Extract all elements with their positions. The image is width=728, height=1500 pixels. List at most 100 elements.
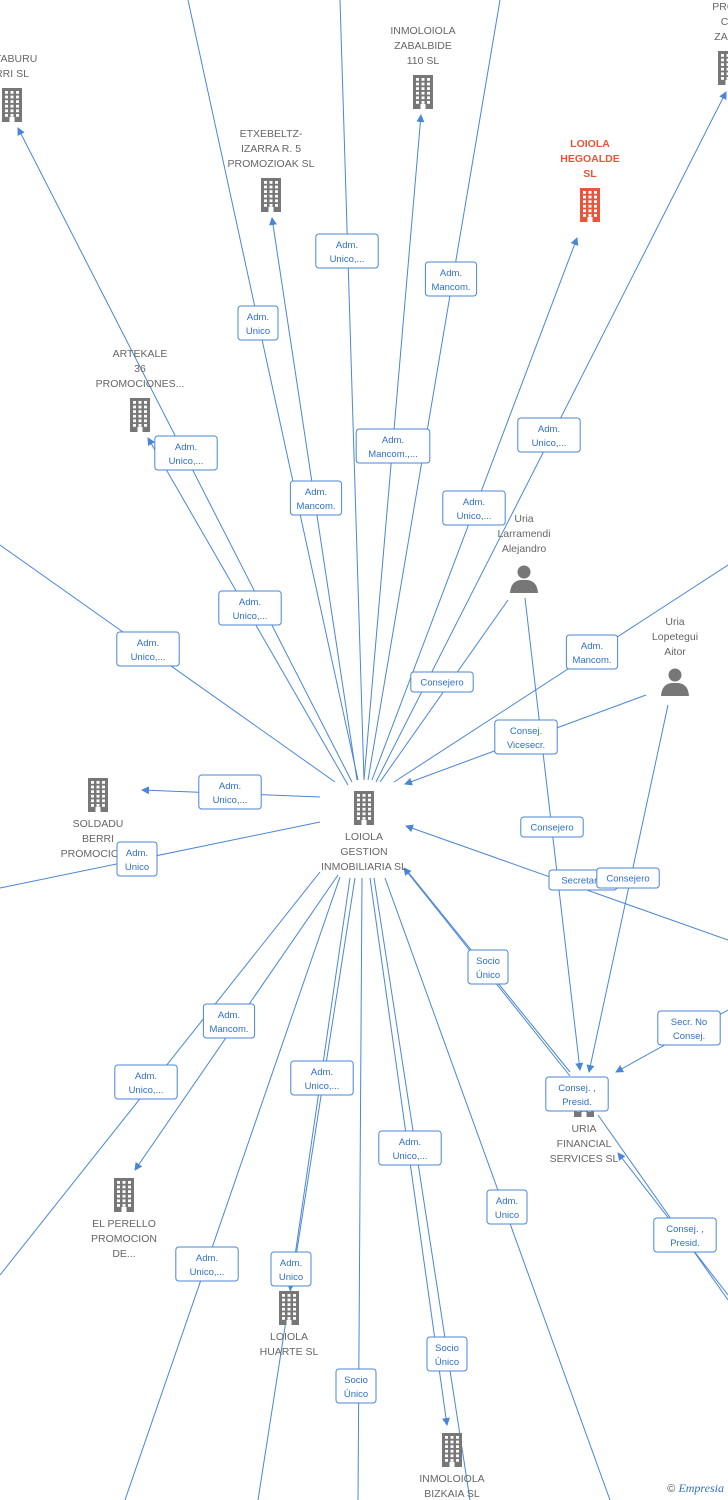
relation-label-box — [520, 816, 584, 838]
node-label: SERVICES SL — [550, 1153, 619, 1165]
relation-label[interactable]: Adm. Unico,... — [218, 590, 282, 626]
relation-label-text: Consejero — [530, 823, 573, 834]
relation-label-text: Consejero — [420, 678, 463, 689]
relation-label-box — [154, 435, 218, 471]
building-icon — [279, 1291, 299, 1325]
relation-label-box — [424, 261, 478, 297]
relation-label-box — [467, 949, 509, 985]
node-label: LOIOLA — [345, 831, 383, 843]
relation-label-text: Unico,... — [169, 456, 204, 467]
relation-label[interactable]: Adm.Unico — [237, 305, 279, 341]
relation-edge — [373, 877, 471, 1500]
node-label: INMOLOIOLA — [390, 25, 455, 37]
node-label: Uria — [665, 616, 684, 628]
relation-label-text: Adm. — [247, 312, 269, 323]
relation-label[interactable]: Adm.Mancom. — [424, 261, 478, 297]
node-label: Lopetegui — [652, 631, 698, 643]
relation-label[interactable]: Adm.Unico,... — [517, 417, 581, 453]
relation-label-text: Único — [344, 1389, 368, 1400]
company-node[interactable]: OTABURURRI SL — [0, 53, 37, 122]
relation-label[interactable]: Consejero — [596, 867, 660, 889]
relation-edge — [393, 564, 728, 783]
node-label: PROMOCION — [91, 1233, 157, 1245]
relation-label[interactable]: Consejero — [520, 816, 584, 838]
node-label: DE... — [112, 1248, 135, 1260]
relation-label-text: Secr. No — [671, 1017, 707, 1028]
relation-label[interactable]: Adm.Mancom. — [289, 480, 343, 516]
relation-label[interactable]: Adm.Unico,... — [116, 631, 180, 667]
relation-label[interactable]: Adm.Unico — [270, 1251, 312, 1287]
relation-edge — [124, 876, 341, 1500]
relation-label-text: Unico — [279, 1272, 303, 1283]
relation-label[interactable]: Adm.Mancom.,... — [355, 428, 431, 464]
node-label: ZABA — [714, 31, 728, 43]
building-icon — [354, 791, 374, 825]
node-label: Larramendi — [497, 528, 550, 540]
node-label: BERRI — [82, 833, 114, 845]
building-icon — [88, 778, 108, 812]
node-label: CA — [721, 16, 728, 28]
relation-label-text: Adm. — [463, 497, 485, 508]
relation-label[interactable]: Adm.Mancom. — [202, 1003, 256, 1039]
company-node[interactable]: EL PERELLO PROMOCION DE... — [91, 1178, 157, 1260]
relation-label-box — [565, 634, 619, 670]
relation-label-text: Único — [476, 970, 500, 981]
node-label: FINANCIAL — [557, 1138, 612, 1150]
relation-label-text: Adm. — [239, 597, 261, 608]
relation-label[interactable]: Adm.Unico,... — [315, 233, 379, 269]
relation-label-box — [545, 1076, 609, 1112]
relation-label-text: Adm. — [311, 1067, 333, 1078]
relation-label[interactable]: Adm.Unico,... — [198, 774, 262, 810]
relation-label[interactable]: Adm.Unico,... — [290, 1060, 354, 1096]
relation-label[interactable]: Adm.Unico,... — [175, 1246, 239, 1282]
brand-logo-text[interactable]: Empresia — [678, 1481, 724, 1495]
relation-label[interactable]: Adm.Unico — [116, 841, 158, 877]
relation-label[interactable]: Adm.Unico,... — [154, 435, 218, 471]
relation-label[interactable]: Consej. ,Presid. — [653, 1217, 717, 1253]
node-label: EL PERELLO — [92, 1218, 156, 1230]
relation-label[interactable]: Adm.Mancom. — [565, 634, 619, 670]
relation-label[interactable]: Adm.Unico,... — [442, 490, 506, 526]
relation-label-text: Adm. — [218, 1010, 240, 1021]
relation-label-box — [355, 428, 431, 464]
relation-label[interactable]: Consej. ,Presid. — [545, 1076, 609, 1112]
relation-label[interactable]: Secr. No Consej. — [657, 1010, 721, 1046]
relation-edge — [257, 877, 356, 1500]
relation-label[interactable]: Adm.Unico,... — [114, 1064, 178, 1100]
relation-label-text: Adm. — [219, 781, 241, 792]
relation-label[interactable]: Adm.Unico — [486, 1189, 528, 1225]
relation-label-text: Unico — [125, 862, 149, 873]
relation-label-text: Adm. — [336, 240, 358, 251]
relation-label-text: Adm. — [440, 268, 462, 279]
relation-label-text: Adm. — [538, 424, 560, 435]
company-node[interactable]: ARTEKALE36PROMOCIONES... — [96, 348, 185, 432]
relation-label-box — [202, 1003, 256, 1039]
relation-edge — [187, 0, 359, 781]
relation-label-box — [290, 1060, 354, 1096]
company-node[interactable]: PROMCAZABA — [712, 1, 728, 85]
relation-label-box — [116, 841, 158, 877]
relation-label-text: Socio — [476, 956, 500, 967]
node-label: IZARRA R. 5 — [241, 143, 301, 155]
node-label: LOIOLA — [570, 138, 610, 150]
relation-label-text: Unico,... — [233, 611, 268, 622]
relation-label-box — [270, 1251, 312, 1287]
relation-label[interactable]: Consejero — [410, 671, 474, 693]
relation-label[interactable]: Consej.Vicesecr. — [494, 719, 558, 755]
relation-label-box — [653, 1217, 717, 1253]
relation-label[interactable]: Adm.Unico,... — [378, 1130, 442, 1166]
relation-label-text: Consej. — [673, 1031, 705, 1042]
